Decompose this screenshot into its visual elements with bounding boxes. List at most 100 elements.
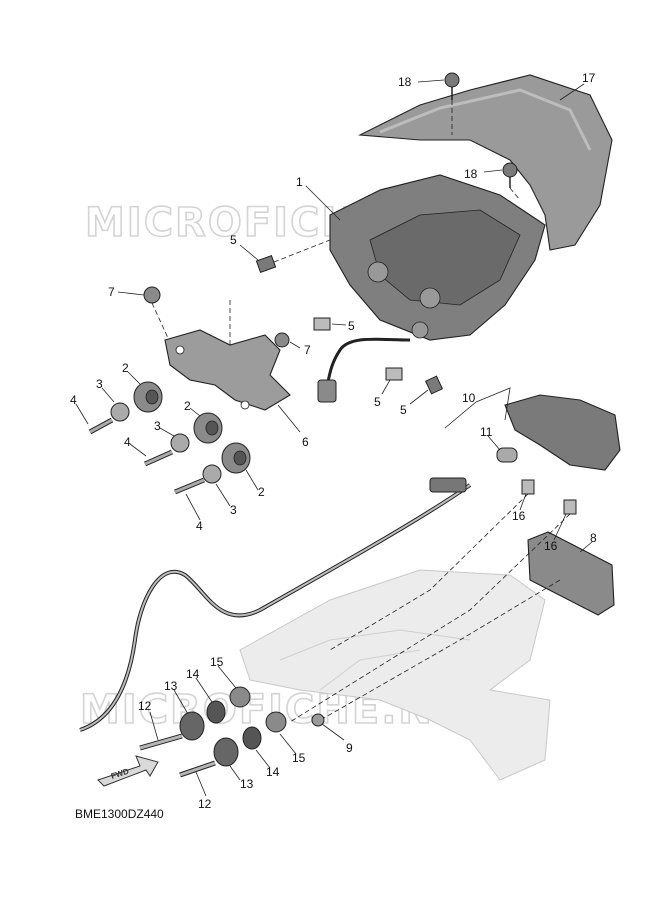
grommet-2-mid <box>193 412 223 444</box>
rear-fender-ghost <box>239 569 551 781</box>
assembly-line-8 <box>323 579 561 719</box>
clip-16-right <box>563 499 577 515</box>
callout-13-upper: 13 <box>164 679 178 693</box>
callout-5-mid: 5 <box>348 319 355 333</box>
callout-7-upper: 7 <box>108 285 115 299</box>
leader-14b <box>255 749 271 769</box>
cable-connector <box>429 477 467 493</box>
collar-14-lower <box>242 726 262 750</box>
leader-14a <box>195 677 213 703</box>
housing-socket-lower <box>411 321 429 339</box>
callout-6: 6 <box>302 435 309 449</box>
leader-5d <box>409 389 429 405</box>
callout-12-upper: 12 <box>138 699 152 713</box>
bolt-12-lower <box>179 760 216 778</box>
leader-15b <box>279 733 297 755</box>
bulb-socket <box>496 447 518 463</box>
callout-15-lower: 15 <box>292 751 306 765</box>
callout-1: 1 <box>296 175 303 189</box>
tail-light-lens <box>369 209 521 306</box>
nut-9 <box>311 713 325 727</box>
collar-14-upper <box>206 700 226 724</box>
callout-11: 11 <box>480 425 493 439</box>
bolt-7-upper <box>143 286 161 304</box>
housing-socket-right <box>419 287 441 309</box>
leader-16a <box>519 493 527 511</box>
bolt-12-upper <box>139 733 183 751</box>
housing-socket-left <box>367 261 389 283</box>
leader-3b <box>159 427 175 437</box>
leader-11 <box>487 435 501 451</box>
callout-16-right: 16 <box>544 539 558 553</box>
grommet-15-upper <box>229 686 251 708</box>
assembly-line-16 <box>329 493 529 651</box>
grommet-2-bottom <box>221 442 251 474</box>
leader-5c <box>381 379 391 395</box>
nut-clip-5-left <box>385 367 403 381</box>
leader-18b <box>483 169 503 173</box>
callout-3-top: 3 <box>96 377 103 391</box>
callout-2-top: 2 <box>122 361 129 375</box>
reflector <box>527 531 615 616</box>
leader-13b <box>229 765 241 781</box>
grommet-13-upper <box>179 711 205 741</box>
leader-3a <box>101 387 115 403</box>
callout-4-top: 4 <box>70 393 77 407</box>
bolt-7-lower <box>274 332 290 348</box>
bolt-4-top <box>88 417 114 435</box>
callout-5-left: 5 <box>374 395 381 409</box>
rivet-18-lower <box>502 162 518 188</box>
callout-4-mid: 4 <box>124 435 131 449</box>
leader-7a <box>117 291 145 296</box>
leader-13a <box>173 689 189 715</box>
callout-5-right: 5 <box>400 403 407 417</box>
callout-2-mid: 2 <box>184 399 191 413</box>
bracket-hole-2 <box>240 400 250 410</box>
callout-10: 10 <box>462 391 476 405</box>
leader-18a <box>417 79 445 83</box>
leader-8 <box>579 541 593 553</box>
leader-6 <box>277 404 301 433</box>
callout-15-upper: 15 <box>210 655 224 669</box>
assembly-line-18-lower <box>509 187 521 201</box>
callout-17: 17 <box>582 71 596 85</box>
bracket-hole-1 <box>175 345 185 355</box>
leader-5a <box>239 244 259 261</box>
callout-14-upper: 14 <box>186 667 200 681</box>
leader-2c <box>245 469 259 491</box>
leader-2a <box>127 371 141 385</box>
drawing-code: BME1300DZ440 <box>75 807 164 821</box>
callout-8: 8 <box>590 531 597 545</box>
collar-3-top <box>110 402 130 422</box>
callout-4-bottom: 4 <box>196 519 203 533</box>
collar-3-mid <box>170 433 190 453</box>
leader-5b <box>331 323 347 326</box>
nut-clip-5-right <box>424 375 444 395</box>
callout-2-bottom: 2 <box>258 485 265 499</box>
assembly-line-5-upper <box>273 239 331 263</box>
leader-16b <box>553 513 567 541</box>
callout-5-upper: 5 <box>230 233 237 247</box>
mounting-bracket <box>164 329 291 411</box>
tail-cover-highlight <box>379 88 592 151</box>
bolt-4-mid <box>143 449 174 467</box>
callout-14-lower: 14 <box>266 765 280 779</box>
callout-18-upper: 18 <box>398 75 412 89</box>
leader-4c <box>185 493 201 521</box>
license-light-cable-core <box>79 484 471 731</box>
grommet-2-top <box>133 381 163 413</box>
leader-12b <box>195 771 207 797</box>
leader-2b <box>189 407 201 417</box>
leader-3c <box>215 483 231 507</box>
collar-3-bottom <box>202 464 222 484</box>
nut-clip-5-upper <box>255 254 277 274</box>
callout-13-lower: 13 <box>240 777 254 791</box>
leader-10 <box>444 387 511 429</box>
leader-7b <box>289 341 301 349</box>
housing-connector <box>317 379 337 403</box>
rivet-18-upper <box>444 72 460 100</box>
forward-arrow-icon: FWD <box>97 755 159 787</box>
leader-17 <box>559 83 585 101</box>
callout-12-lower: 12 <box>198 797 212 811</box>
